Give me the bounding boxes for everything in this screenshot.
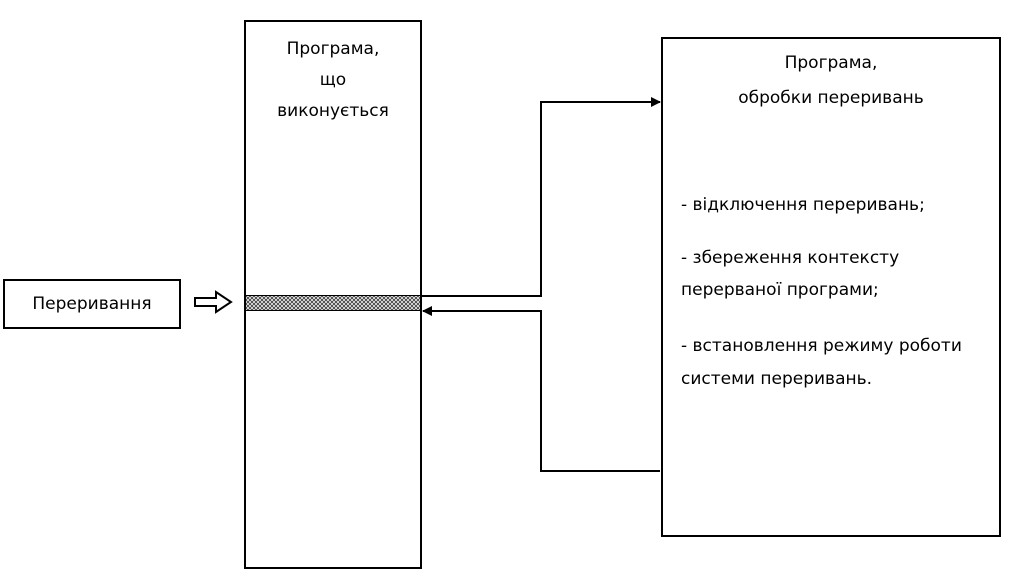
program-title-line-1: Програма, <box>286 39 380 59</box>
interrupt-point-stripe <box>246 295 420 311</box>
handler-title-line-1: Програма, <box>784 53 878 73</box>
arrow-to-handler <box>422 97 661 297</box>
handler-item-3-line-2: системи переривань. <box>681 369 873 389</box>
interrupt-hollow-arrow <box>194 290 233 314</box>
handler-item-3-line-1: - встановлення режиму роботи <box>681 336 962 356</box>
interrupt-source-box: Переривання <box>3 279 181 329</box>
handler-title-line-2: обробки переривань <box>738 88 924 108</box>
program-title-line-2: що <box>319 70 347 90</box>
interrupt-label: Переривання <box>32 294 152 314</box>
program-title-line-3: виконується <box>277 101 389 121</box>
handler-item-2-line-2: перерваної програми; <box>681 280 879 300</box>
arrow-return-to-program <box>422 306 660 472</box>
handler-item-2-line-1: - збереження контексту <box>681 248 900 268</box>
running-program-box: Програма, що виконується <box>244 20 422 569</box>
interrupt-handler-box: Програма, обробки переривань - відключен… <box>661 37 1001 537</box>
handler-item-1-line-1: - відключення переривань; <box>681 195 925 215</box>
